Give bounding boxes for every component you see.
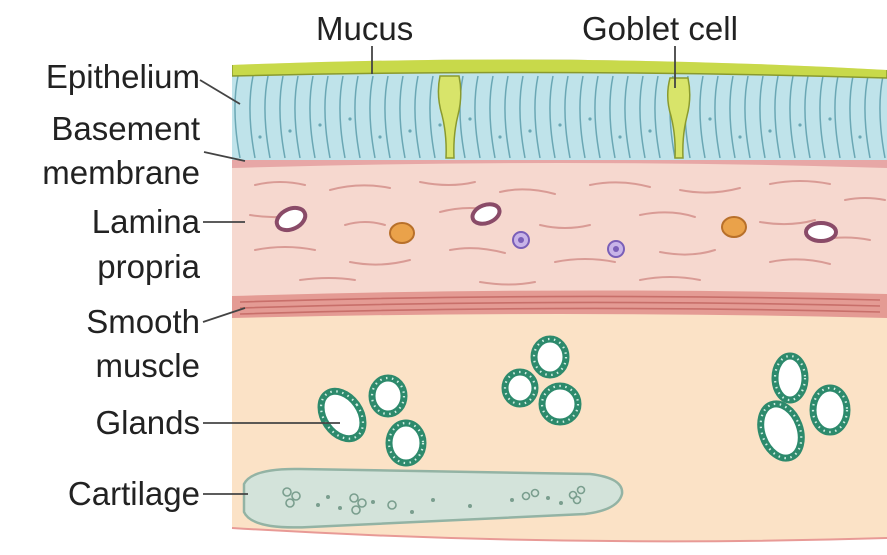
- label-mucus: Mucus: [316, 12, 413, 45]
- label-smooth-muscle-line1: Smooth: [0, 305, 200, 338]
- epithelial-nucleus: [648, 129, 651, 132]
- epithelial-nucleus: [258, 135, 261, 138]
- label-epithelium: Epithelium: [0, 60, 200, 93]
- epithelial-nucleus: [498, 135, 501, 138]
- epithelial-nucleus: [828, 117, 831, 120]
- epithelial-nucleus: [858, 135, 861, 138]
- epithelial-nucleus: [408, 129, 411, 132]
- label-glands: Glands: [0, 406, 200, 439]
- epithelial-nucleus: [318, 123, 321, 126]
- label-smooth-muscle-line2: muscle: [0, 349, 200, 382]
- epithelial-nucleus: [738, 135, 741, 138]
- epithelial-nucleus: [708, 117, 711, 120]
- epithelial-nucleus: [588, 117, 591, 120]
- epithelial-nucleus: [468, 117, 471, 120]
- epithelial-nucleus: [798, 123, 801, 126]
- label-basement-membrane-line1: Basement: [0, 112, 200, 145]
- label-lamina-propria-line1: Lamina: [0, 205, 200, 238]
- epithelial-nucleus: [288, 129, 291, 132]
- epithelial-nucleus: [378, 135, 381, 138]
- epithelial-nucleus: [558, 123, 561, 126]
- epithelial-nucleus: [528, 129, 531, 132]
- epithelial-nucleus: [768, 129, 771, 132]
- epithelial-nucleus: [618, 135, 621, 138]
- label-basement-membrane-line2: membrane: [0, 156, 200, 189]
- label-goblet-cell: Goblet cell: [582, 12, 738, 45]
- epithelium-layer: [232, 70, 887, 160]
- epithelial-nucleus: [438, 123, 441, 126]
- label-cartilage: Cartilage: [0, 477, 200, 510]
- label-lamina-propria-line2: propria: [0, 250, 200, 283]
- epithelial-nucleus: [348, 117, 351, 120]
- gland: [813, 388, 847, 432]
